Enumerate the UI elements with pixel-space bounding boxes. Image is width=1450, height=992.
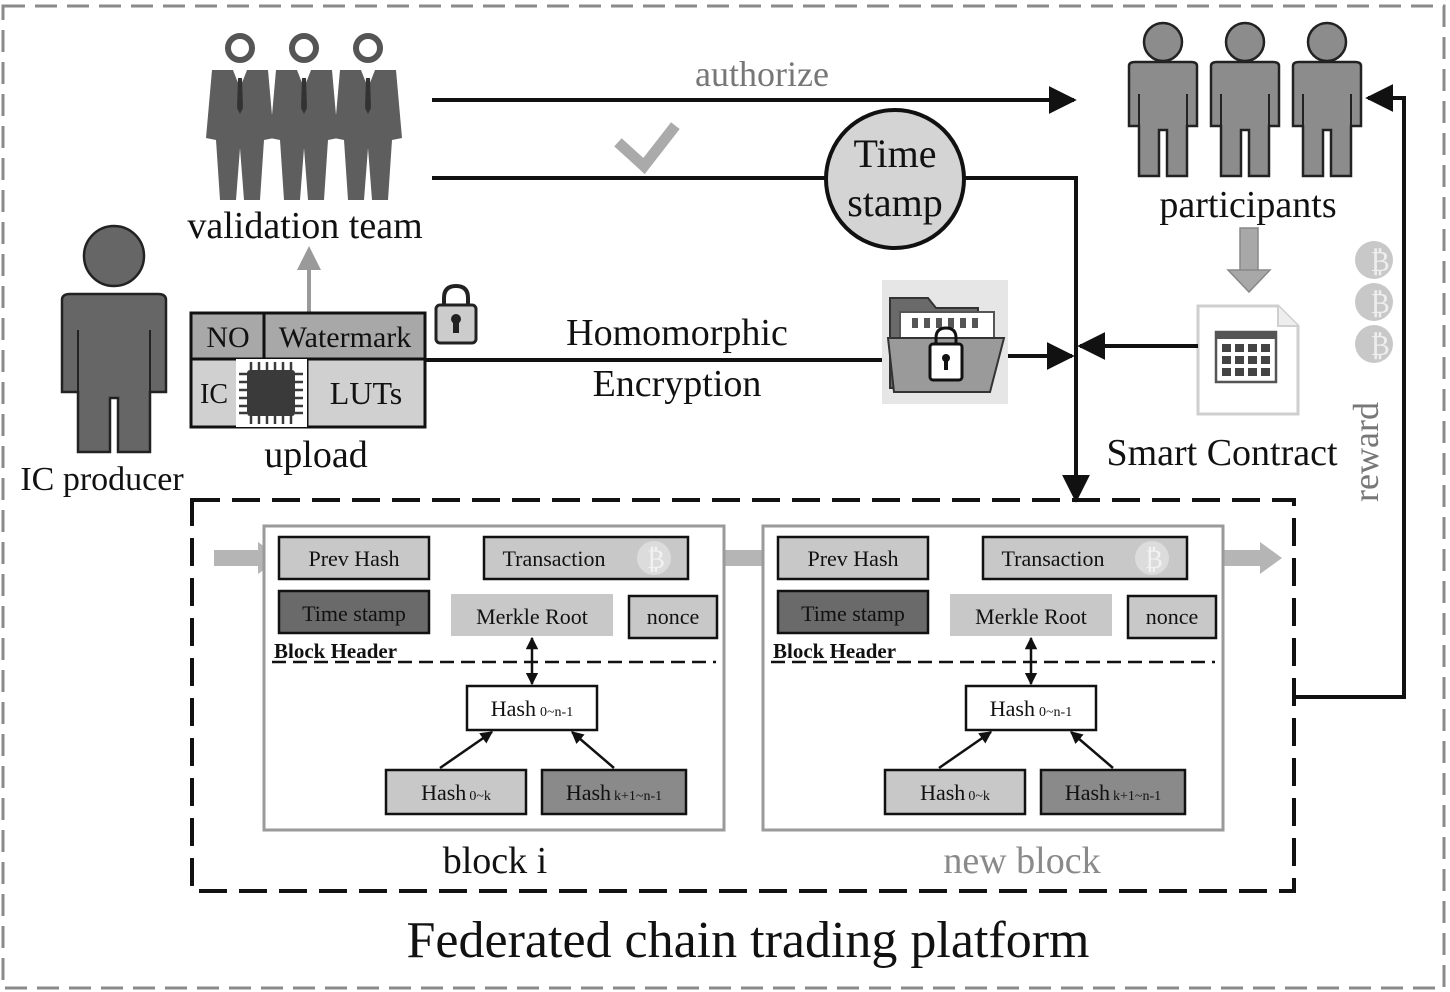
nonce-box bbox=[627, 594, 719, 640]
block-i: Prev Hash Transaction ₿ Time stamp Merkl… bbox=[262, 524, 726, 832]
prev-hash-box bbox=[776, 535, 930, 581]
block-header-label: Block Header bbox=[274, 639, 397, 663]
upload-label: upload bbox=[264, 434, 367, 476]
ic-watermark-label: Watermark bbox=[279, 321, 412, 354]
encryption-label: Encryption bbox=[593, 363, 762, 405]
validation-team-icon bbox=[206, 36, 402, 200]
coin-symbol: ₿ bbox=[1370, 247, 1389, 278]
nonce-box bbox=[1126, 594, 1218, 640]
validation-team-label: validation team bbox=[187, 205, 422, 247]
time-stamp-circle: Time stamp bbox=[824, 108, 966, 250]
merkle-root-label: Merkle Root bbox=[476, 604, 588, 629]
coin-icon bbox=[1355, 241, 1393, 279]
coin-icon bbox=[1355, 325, 1393, 363]
ic-producer-icon bbox=[60, 224, 168, 454]
prev-hash-label: Prev Hash bbox=[308, 546, 399, 571]
ic-no-label: NO bbox=[206, 321, 249, 354]
new-block-caption: new block bbox=[943, 840, 1100, 882]
platform-frame bbox=[190, 498, 1296, 893]
prev-hash-label: Prev Hash bbox=[807, 546, 898, 571]
participants-icon bbox=[1127, 21, 1363, 178]
transaction-label: Transaction bbox=[1001, 546, 1104, 571]
merkle-root-label: Merkle Root bbox=[975, 604, 1087, 629]
time-stamp-line1: Time bbox=[853, 131, 936, 176]
smart-contract-label: Smart Contract bbox=[1106, 432, 1338, 474]
chip-icon bbox=[236, 359, 307, 427]
time-stamp-box bbox=[277, 589, 431, 635]
hash-root-box bbox=[465, 684, 599, 732]
ic-ic-label: IC bbox=[200, 379, 228, 410]
check-icon bbox=[614, 122, 680, 175]
hash-right-box bbox=[1039, 768, 1187, 816]
encrypted-folder-icon bbox=[882, 280, 1008, 404]
hash-left-box bbox=[883, 768, 1027, 816]
coin-symbol: ₿ bbox=[1370, 331, 1389, 362]
coin-symbol: ₿ bbox=[647, 545, 665, 574]
transaction-label: Transaction bbox=[502, 546, 605, 571]
merkle-root-box bbox=[451, 594, 613, 636]
ic-luts-label: LUTs bbox=[330, 375, 402, 411]
reward-coins: ₿ ₿ ₿ bbox=[1355, 241, 1393, 363]
participants-label: participants bbox=[1159, 184, 1336, 226]
participants-to-contract-arrow bbox=[1226, 227, 1272, 294]
chain-arrow-out bbox=[1216, 542, 1282, 574]
nonce-label: nonce bbox=[647, 604, 700, 629]
coin-symbol: ₿ bbox=[1145, 545, 1163, 574]
hash-root-box bbox=[964, 684, 1098, 732]
merkle-edge-left bbox=[439, 730, 494, 770]
upload-to-team-arrow bbox=[297, 246, 321, 312]
lock-icon bbox=[434, 283, 478, 345]
coin-symbol: ₿ bbox=[1370, 289, 1389, 320]
coin-icon bbox=[1355, 283, 1393, 321]
smart-contract-icon bbox=[1196, 304, 1300, 416]
hash-right-box bbox=[540, 768, 688, 816]
chain-arrow-between bbox=[719, 550, 769, 566]
coin-icon bbox=[637, 541, 671, 575]
merkle-edge-right bbox=[571, 731, 615, 769]
time-stamp-box bbox=[776, 589, 930, 635]
hash-left-box bbox=[384, 768, 528, 816]
outer-frame bbox=[1, 4, 1446, 990]
homomorphic-label: Homomorphic bbox=[566, 312, 788, 354]
ic-producer-label: IC producer bbox=[20, 461, 184, 498]
reward-label: reward bbox=[1346, 402, 1386, 502]
prev-hash-box bbox=[277, 535, 431, 581]
reward-arrow bbox=[1296, 84, 1406, 699]
time-stamp-label: Time stamp bbox=[801, 601, 905, 626]
nonce-label: nonce bbox=[1146, 604, 1199, 629]
authorize-label: authorize bbox=[695, 54, 829, 94]
merkle-root-box bbox=[950, 594, 1112, 636]
time-stamp-label: Time stamp bbox=[302, 601, 406, 626]
new-block: Prev Hash Transaction ₿ Time stamp Merkl… bbox=[761, 524, 1225, 832]
platform-title: Federated chain trading platform bbox=[407, 912, 1090, 969]
merkle-edge-left bbox=[938, 730, 993, 770]
merkle-edge-right bbox=[1070, 731, 1114, 769]
ic-package: NO Watermark IC LUTs bbox=[189, 311, 427, 429]
block-header-label: Block Header bbox=[773, 639, 896, 663]
coin-icon bbox=[1135, 541, 1169, 575]
block-i-caption: block i bbox=[443, 840, 547, 882]
time-stamp-line2: stamp bbox=[847, 180, 943, 225]
